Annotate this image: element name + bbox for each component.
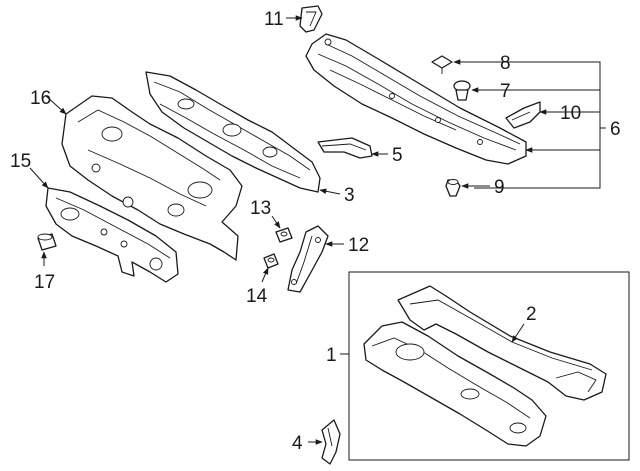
part-8-clip bbox=[431, 55, 453, 74]
part-5-bracket bbox=[317, 137, 373, 159]
callout-13: 13 bbox=[250, 198, 271, 219]
callout-12: 12 bbox=[348, 235, 369, 256]
part-1-cowl-panel-lower bbox=[363, 321, 547, 447]
part-14-nut bbox=[263, 253, 279, 269]
callout-10: 10 bbox=[560, 103, 581, 124]
callout-17: 17 bbox=[34, 272, 55, 293]
callout-2: 2 bbox=[526, 304, 537, 325]
part-12-bracket bbox=[287, 225, 329, 293]
callout-1: 1 bbox=[326, 345, 337, 366]
assembly-frame bbox=[348, 271, 630, 461]
callout-7: 7 bbox=[500, 81, 511, 102]
part-13-nut bbox=[275, 227, 293, 243]
callout-14: 14 bbox=[246, 286, 268, 307]
part-11-bracket bbox=[299, 5, 323, 33]
callout-15: 15 bbox=[10, 151, 31, 172]
callout-labels: 11 8 7 10 6 5 3 9 16 15 17 13 14 12 2 1 … bbox=[10, 9, 621, 454]
part-7-grommet bbox=[453, 80, 471, 101]
part-15-lower-insulator bbox=[45, 187, 179, 283]
part-9-grommet bbox=[445, 179, 461, 197]
callout-3: 3 bbox=[344, 185, 355, 206]
part-3-dash-panel bbox=[145, 71, 321, 193]
part-4-bracket bbox=[321, 419, 341, 465]
callout-4: 4 bbox=[292, 433, 303, 454]
callout-6: 6 bbox=[610, 119, 621, 140]
callout-8: 8 bbox=[500, 53, 511, 74]
callout-16: 16 bbox=[30, 88, 51, 109]
part-6-cowl-top-panel bbox=[305, 33, 527, 165]
callout-5: 5 bbox=[392, 145, 403, 166]
part-10-seal bbox=[505, 101, 541, 129]
part-2-cowl-panel-upper bbox=[397, 285, 607, 401]
callout-9: 9 bbox=[494, 177, 505, 198]
part-17-plug bbox=[37, 233, 57, 251]
part-16-dash-insulator bbox=[61, 95, 243, 261]
leader-lines bbox=[29, 15, 606, 445]
callout-11: 11 bbox=[264, 9, 284, 30]
